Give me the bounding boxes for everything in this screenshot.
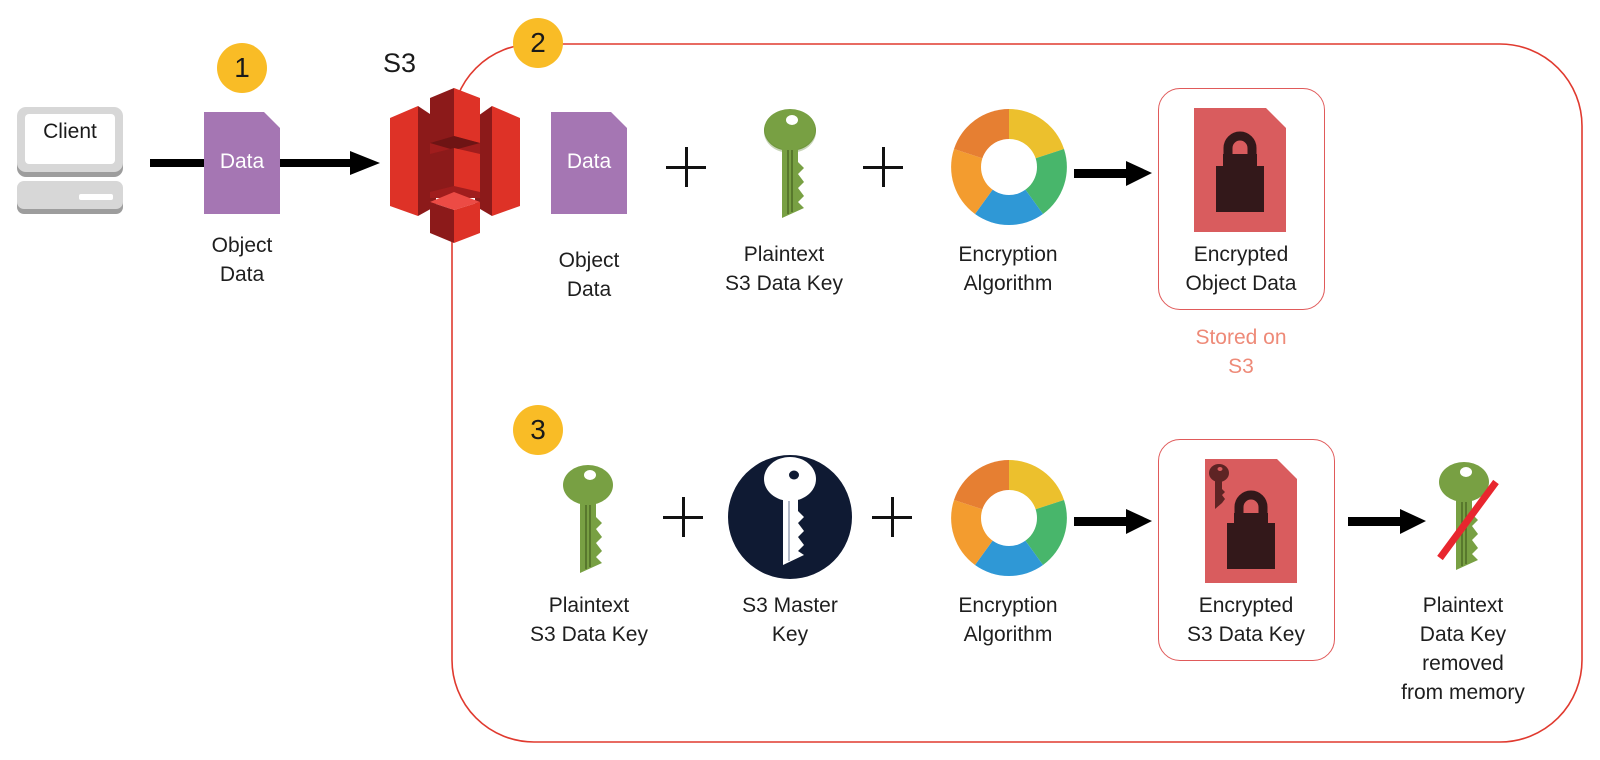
step-3-badge: 3: [513, 405, 563, 455]
label-line: Data: [566, 278, 612, 301]
step-1-badge: 1: [217, 43, 267, 93]
encryption-algorithm-icon: [951, 460, 1067, 577]
label-line: Algorithm: [963, 623, 1053, 646]
label-line: Object: [211, 234, 273, 257]
label-line: Encrypted: [1198, 594, 1294, 617]
label-line: Plaintext: [1422, 594, 1504, 617]
label-line: S3 Master: [742, 594, 838, 617]
arrow-to-removed-key: [1348, 509, 1426, 534]
plaintext-data-key-label: Plaintext S3 Data Key: [725, 240, 843, 298]
label-line: Data: [219, 263, 265, 286]
label-line: from memory: [1401, 681, 1525, 704]
label-line: S3 Data Key: [725, 272, 843, 295]
label-line: Data Key: [1419, 623, 1507, 646]
plaintext-data-key-label: Plaintext S3 Data Key: [530, 591, 648, 649]
label-line: Encryption: [958, 243, 1058, 266]
data-document-icon: [551, 112, 627, 214]
encryption-algorithm-label: Encryption Algorithm: [958, 240, 1057, 298]
arrow-to-encrypted-object: [1074, 161, 1152, 186]
plaintext-data-key-icon: [563, 465, 613, 573]
label-line: Stored on: [1195, 326, 1287, 349]
arrow-to-encrypted-key: [1074, 509, 1152, 534]
encrypted-object-data-label: Encrypted Object Data: [1186, 240, 1297, 298]
encrypted-document-lock-icon: [1194, 108, 1286, 232]
label-line: Encryption: [958, 594, 1058, 617]
label-line: S3: [1228, 355, 1254, 378]
key-removed-from-memory-label: Plaintext Data Key removed from memory: [1401, 591, 1525, 707]
s3-master-key-label: S3 Master Key: [742, 591, 838, 649]
client-label: Client: [43, 120, 97, 143]
encrypted-data-key-box: [1158, 439, 1335, 661]
removed-plaintext-key-icon: [1437, 462, 1499, 570]
object-data-label: Object Data: [559, 246, 620, 304]
label-line: Plaintext: [548, 594, 630, 617]
plus-icon: [872, 497, 912, 537]
label-line: Object: [558, 249, 620, 272]
label-line: Algorithm: [963, 272, 1053, 295]
label-line: removed: [1422, 652, 1504, 675]
label-line: Plaintext: [743, 243, 825, 266]
client-computer-icon: [17, 107, 123, 214]
data-document-text: Data: [219, 150, 265, 173]
label-line: Object Data: [1185, 272, 1297, 295]
s3-label: S3: [383, 48, 417, 78]
encrypted-data-key-label: Encrypted S3 Data Key: [1187, 591, 1305, 649]
label-line: Key: [771, 623, 809, 646]
plus-icon: [666, 147, 706, 187]
encrypted-key-document-lock-icon: [1205, 459, 1297, 583]
label-line: S3 Data Key: [1187, 623, 1305, 646]
s3-master-key-icon: [728, 455, 852, 579]
object-data-label: Object Data: [212, 231, 273, 289]
label-line: S3 Data Key: [530, 623, 648, 646]
encryption-algorithm-label: Encryption Algorithm: [958, 591, 1057, 649]
step-2-badge: 2: [513, 18, 563, 68]
plus-icon: [663, 497, 703, 537]
plus-icon: [863, 147, 903, 187]
encryption-algorithm-icon: [951, 109, 1067, 226]
s3-bucket-logo-icon: [390, 88, 520, 243]
data-document-icon: [204, 112, 280, 214]
encrypted-object-data-box: [1158, 88, 1325, 310]
data-document-text: Data: [566, 150, 612, 173]
stored-on-s3-label: Stored on S3: [1195, 323, 1286, 381]
label-line: Encrypted: [1193, 243, 1289, 266]
plaintext-data-key-icon: [764, 109, 816, 218]
